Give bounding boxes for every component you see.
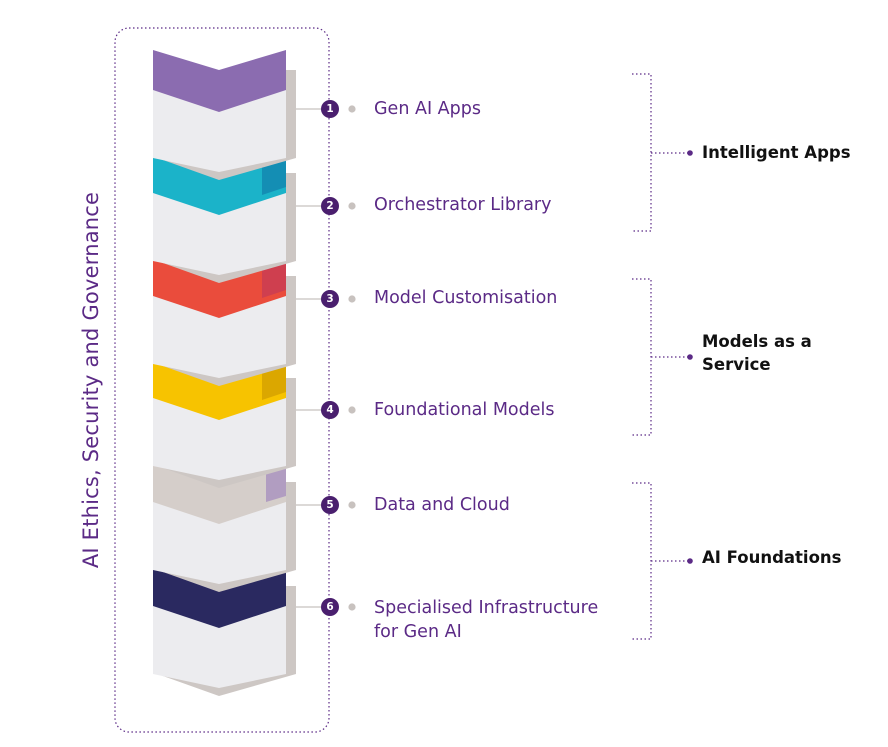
layer-label-6-line-2: for Gen AI bbox=[374, 622, 462, 642]
bracket-dots bbox=[687, 150, 693, 564]
bracket-ai-foundations bbox=[632, 482, 652, 640]
layer-label-5: Data and Cloud bbox=[374, 495, 510, 515]
block-1 bbox=[153, 50, 296, 180]
block-5 bbox=[153, 462, 296, 592]
connectors bbox=[296, 105, 356, 611]
group-brackets bbox=[632, 73, 690, 640]
layer-number-6: 6 bbox=[321, 598, 339, 616]
group-label-models-as-a-service: Models as a Service bbox=[702, 330, 812, 376]
layer-label-1: Gen AI Apps bbox=[374, 99, 481, 119]
governance-frame bbox=[114, 27, 330, 733]
side-label: AI Ethics, Security and Governance bbox=[79, 191, 103, 569]
layer-label-3: Model Customisation bbox=[374, 288, 558, 308]
layer-number-4: 4 bbox=[321, 401, 339, 419]
layer-number-2: 2 bbox=[321, 197, 339, 215]
bracket-intelligent-apps bbox=[632, 73, 652, 232]
layer-label-2: Orchestrator Library bbox=[374, 195, 552, 215]
layer-number-5: 5 bbox=[321, 496, 339, 514]
layer-label-6-line-1: Specialised Infrastructure bbox=[374, 598, 599, 618]
group-label-models-line-1: Models as a bbox=[702, 332, 812, 351]
layer-number-3: 3 bbox=[321, 290, 339, 308]
group-label-models-line-2: Service bbox=[702, 355, 771, 374]
bracket-models-as-a-service bbox=[632, 278, 652, 436]
layer-label-6: Specialised Infrastructure for Gen AI bbox=[374, 596, 598, 644]
group-label-intelligent-apps: Intelligent Apps bbox=[702, 143, 851, 162]
layer-number-1: 1 bbox=[321, 100, 339, 118]
layer-label-4: Foundational Models bbox=[374, 400, 555, 420]
group-label-ai-foundations: AI Foundations bbox=[702, 548, 842, 567]
